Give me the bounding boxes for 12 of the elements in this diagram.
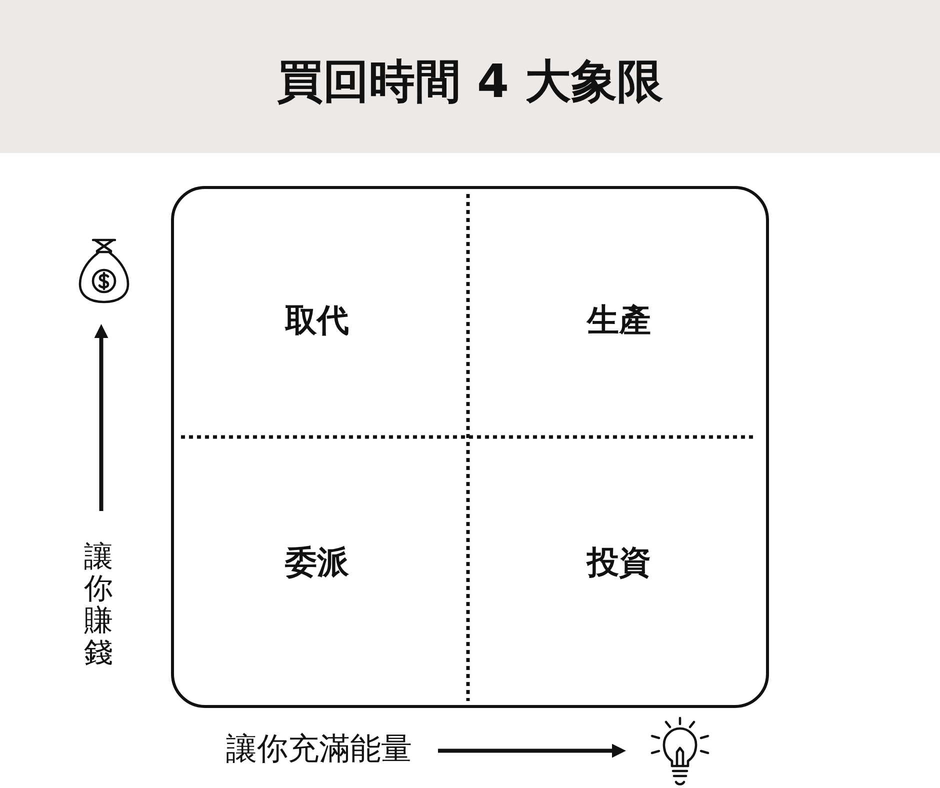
axis-label: 讓你充滿能量: [226, 731, 412, 768]
quadrant-frame: [171, 186, 769, 708]
diagram-title: 買回時間 4 大象限: [276, 54, 664, 110]
arrow: [94, 324, 108, 511]
quadrant-label: 生產: [587, 300, 651, 340]
quadrant-label: 委派: [285, 542, 349, 582]
arrow: [438, 744, 626, 758]
quadrant-label: 投資: [587, 542, 651, 582]
money-bag-icon: [78, 238, 130, 304]
quadrant-label: 取代: [285, 300, 349, 340]
axis-label: 讓你賺錢: [84, 541, 113, 669]
lightbulb-icon: [648, 716, 712, 788]
